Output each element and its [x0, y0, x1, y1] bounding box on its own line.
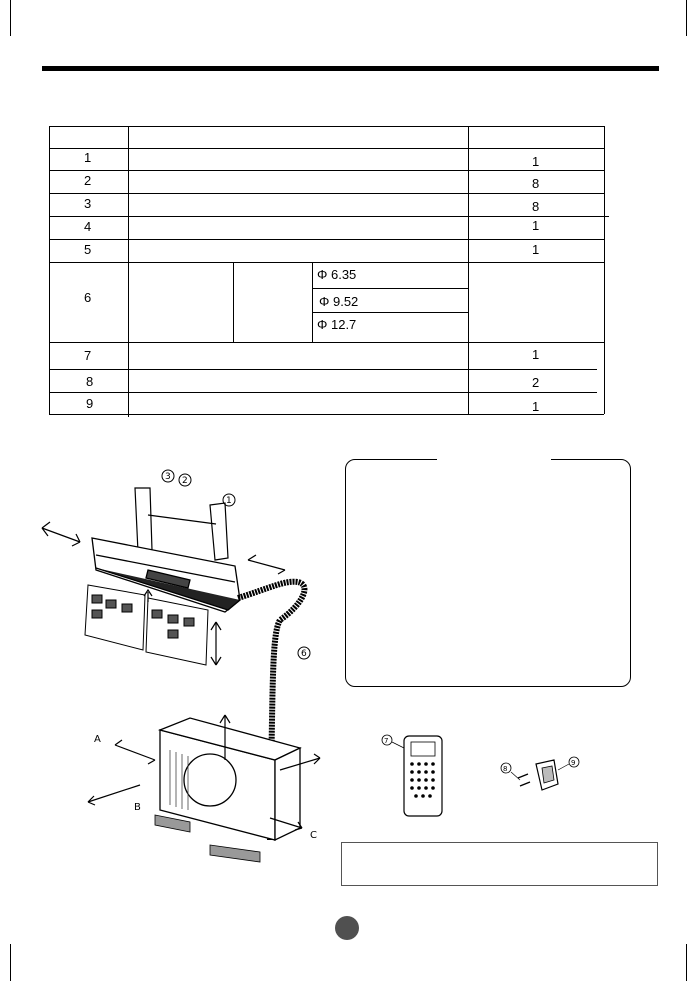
callout-6-diagram: 6 — [301, 649, 307, 659]
notes-box — [345, 459, 631, 687]
row-no-7: 7 — [84, 348, 92, 363]
row-qty-8: 2 — [532, 375, 540, 390]
row-no-1: 1 — [84, 150, 92, 165]
clearance-arrows-indoor — [41, 521, 286, 666]
row-no-9: 9 — [86, 396, 94, 411]
indoor-unit — [91, 537, 241, 613]
label-a: A — [94, 734, 101, 745]
notes-box-title-gap — [437, 456, 551, 462]
pipe-size-3: Φ 12.7 — [317, 317, 357, 332]
row-qty-4: 1 — [532, 218, 540, 233]
pipe-size-2: Φ 9.52 — [319, 294, 359, 309]
callout-2-diagram: 2 — [182, 476, 188, 486]
svg-text:7: 7 — [384, 737, 388, 745]
installation-diagram: 3 2 1 6 A B C — [41, 469, 321, 863]
row-qty-7: 1 — [532, 347, 540, 362]
row-qty-3: 8 — [532, 199, 540, 214]
filter-panels — [84, 584, 209, 666]
bottom-note-box — [341, 842, 658, 886]
outdoor-unit — [157, 717, 302, 842]
row-qty-5: 1 — [532, 242, 540, 257]
connecting-pipe — [237, 578, 308, 841]
svg-text:9: 9 — [571, 759, 575, 767]
crop-mark-bottom-left-v — [10, 944, 11, 981]
row-no-4: 4 — [84, 219, 92, 234]
row-qty-2: 8 — [532, 176, 540, 191]
outdoor-supports — [154, 814, 261, 863]
pipe-size-1: Φ 6.35 — [317, 267, 357, 282]
crop-mark-bottom-right-v — [686, 944, 687, 981]
header-rule — [42, 66, 659, 71]
label-c: C — [310, 830, 317, 841]
row-no-5: 5 — [84, 242, 92, 257]
row-no-8: 8 — [86, 374, 94, 389]
callout-1-diagram: 1 — [226, 496, 232, 506]
callout-3-diagram: 3 — [165, 472, 171, 482]
remote-controller-drawing: 7 — [381, 734, 443, 817]
row-qty-9: 1 — [532, 399, 540, 414]
page-number-dot — [335, 916, 359, 940]
remote-holder-drawing: 8 9 — [500, 756, 580, 791]
row-no-2: 2 — [84, 173, 92, 188]
crop-mark-top-right-v — [686, 0, 687, 36]
row-no-3: 3 — [84, 196, 92, 211]
row-qty-1: 1 — [532, 154, 540, 169]
label-b: B — [134, 802, 141, 813]
crop-mark-top-left-v — [10, 0, 11, 36]
row-no-6: 6 — [84, 290, 92, 305]
clearance-arrows-outdoor — [87, 714, 321, 831]
svg-text:8: 8 — [503, 765, 507, 773]
